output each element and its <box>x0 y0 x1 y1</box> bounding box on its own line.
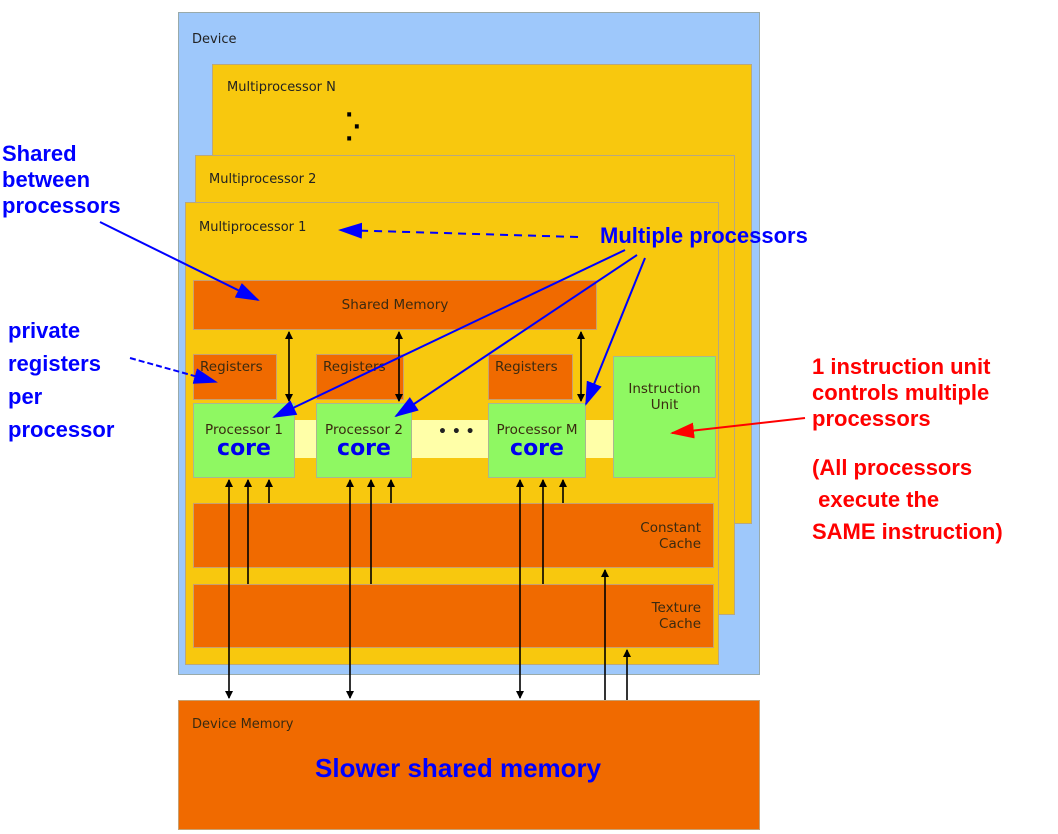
processor-m-label: Processor M <box>496 421 578 438</box>
annotation-line: SAME instruction) <box>812 519 1003 544</box>
device-label: Device <box>192 32 237 47</box>
processor-1-core: core <box>217 435 271 461</box>
device-memory-label: Device Memory <box>192 717 294 732</box>
blue-arrows <box>99 221 646 418</box>
annotation-line: 1 instruction unit <box>812 354 991 379</box>
annotation-line: (All processors <box>812 455 973 480</box>
arrow-shared-annotation <box>99 221 260 301</box>
annotation-line: controls multiple <box>812 380 990 405</box>
annotation-private: private registers per processor <box>8 314 114 446</box>
shared-memory: Shared Memory <box>193 280 597 330</box>
annotation-line: registers <box>8 351 101 376</box>
annotation-line: processor <box>8 417 115 442</box>
device-memory <box>178 700 760 830</box>
instruction-unit-line: Instruction <box>628 381 701 397</box>
black-arrows <box>225 331 631 700</box>
processor-2-core: core <box>337 435 391 461</box>
arrow-instruction-annotation <box>670 417 806 439</box>
texture-cache-line: Cache <box>659 616 701 632</box>
instruction-unit-line: Unit <box>650 397 679 413</box>
annotation-line: per <box>8 384 43 409</box>
annotation-line: processors <box>812 406 931 431</box>
arrow-multiple-to-pm <box>585 257 646 406</box>
arrow-multiple-to-p2 <box>394 254 638 418</box>
constant-cache-line: Constant <box>640 519 701 536</box>
arrow-multiple-to-mp1 <box>338 222 579 239</box>
multiprocessor-1-label: Multiprocessor 1 <box>199 220 307 235</box>
registers-m: Registers <box>488 354 573 400</box>
shared-memory-label: Shared Memory <box>341 297 449 313</box>
processor-m-core: core <box>510 435 564 461</box>
constant-cache-line: Cache <box>659 535 701 552</box>
texture-cache-line: Texture <box>651 600 701 616</box>
annotation-line: between <box>2 167 91 192</box>
annotation-line: private <box>8 318 81 343</box>
vertical-ellipsis: · ·· <box>345 103 362 152</box>
arrow-private-annotation <box>129 357 218 384</box>
processor-1-label: Processor 1 <box>205 421 283 438</box>
annotation-line: execute the <box>812 487 940 512</box>
multiprocessor-2-label: Multiprocessor 2 <box>209 172 317 187</box>
slower-shared-memory-note: Slower shared memory <box>315 753 602 783</box>
annotation-line: Shared <box>2 141 77 166</box>
processor-2-label: Processor 2 <box>325 421 403 438</box>
arrow-multiple-to-p1 <box>272 249 626 418</box>
annotation-line: processors <box>2 193 121 218</box>
processor-ellipsis: • • • <box>438 424 475 440</box>
multiprocessor-n-label: Multiprocessor N <box>227 80 336 95</box>
annotation-multiple: Multiple processors <box>600 223 808 248</box>
